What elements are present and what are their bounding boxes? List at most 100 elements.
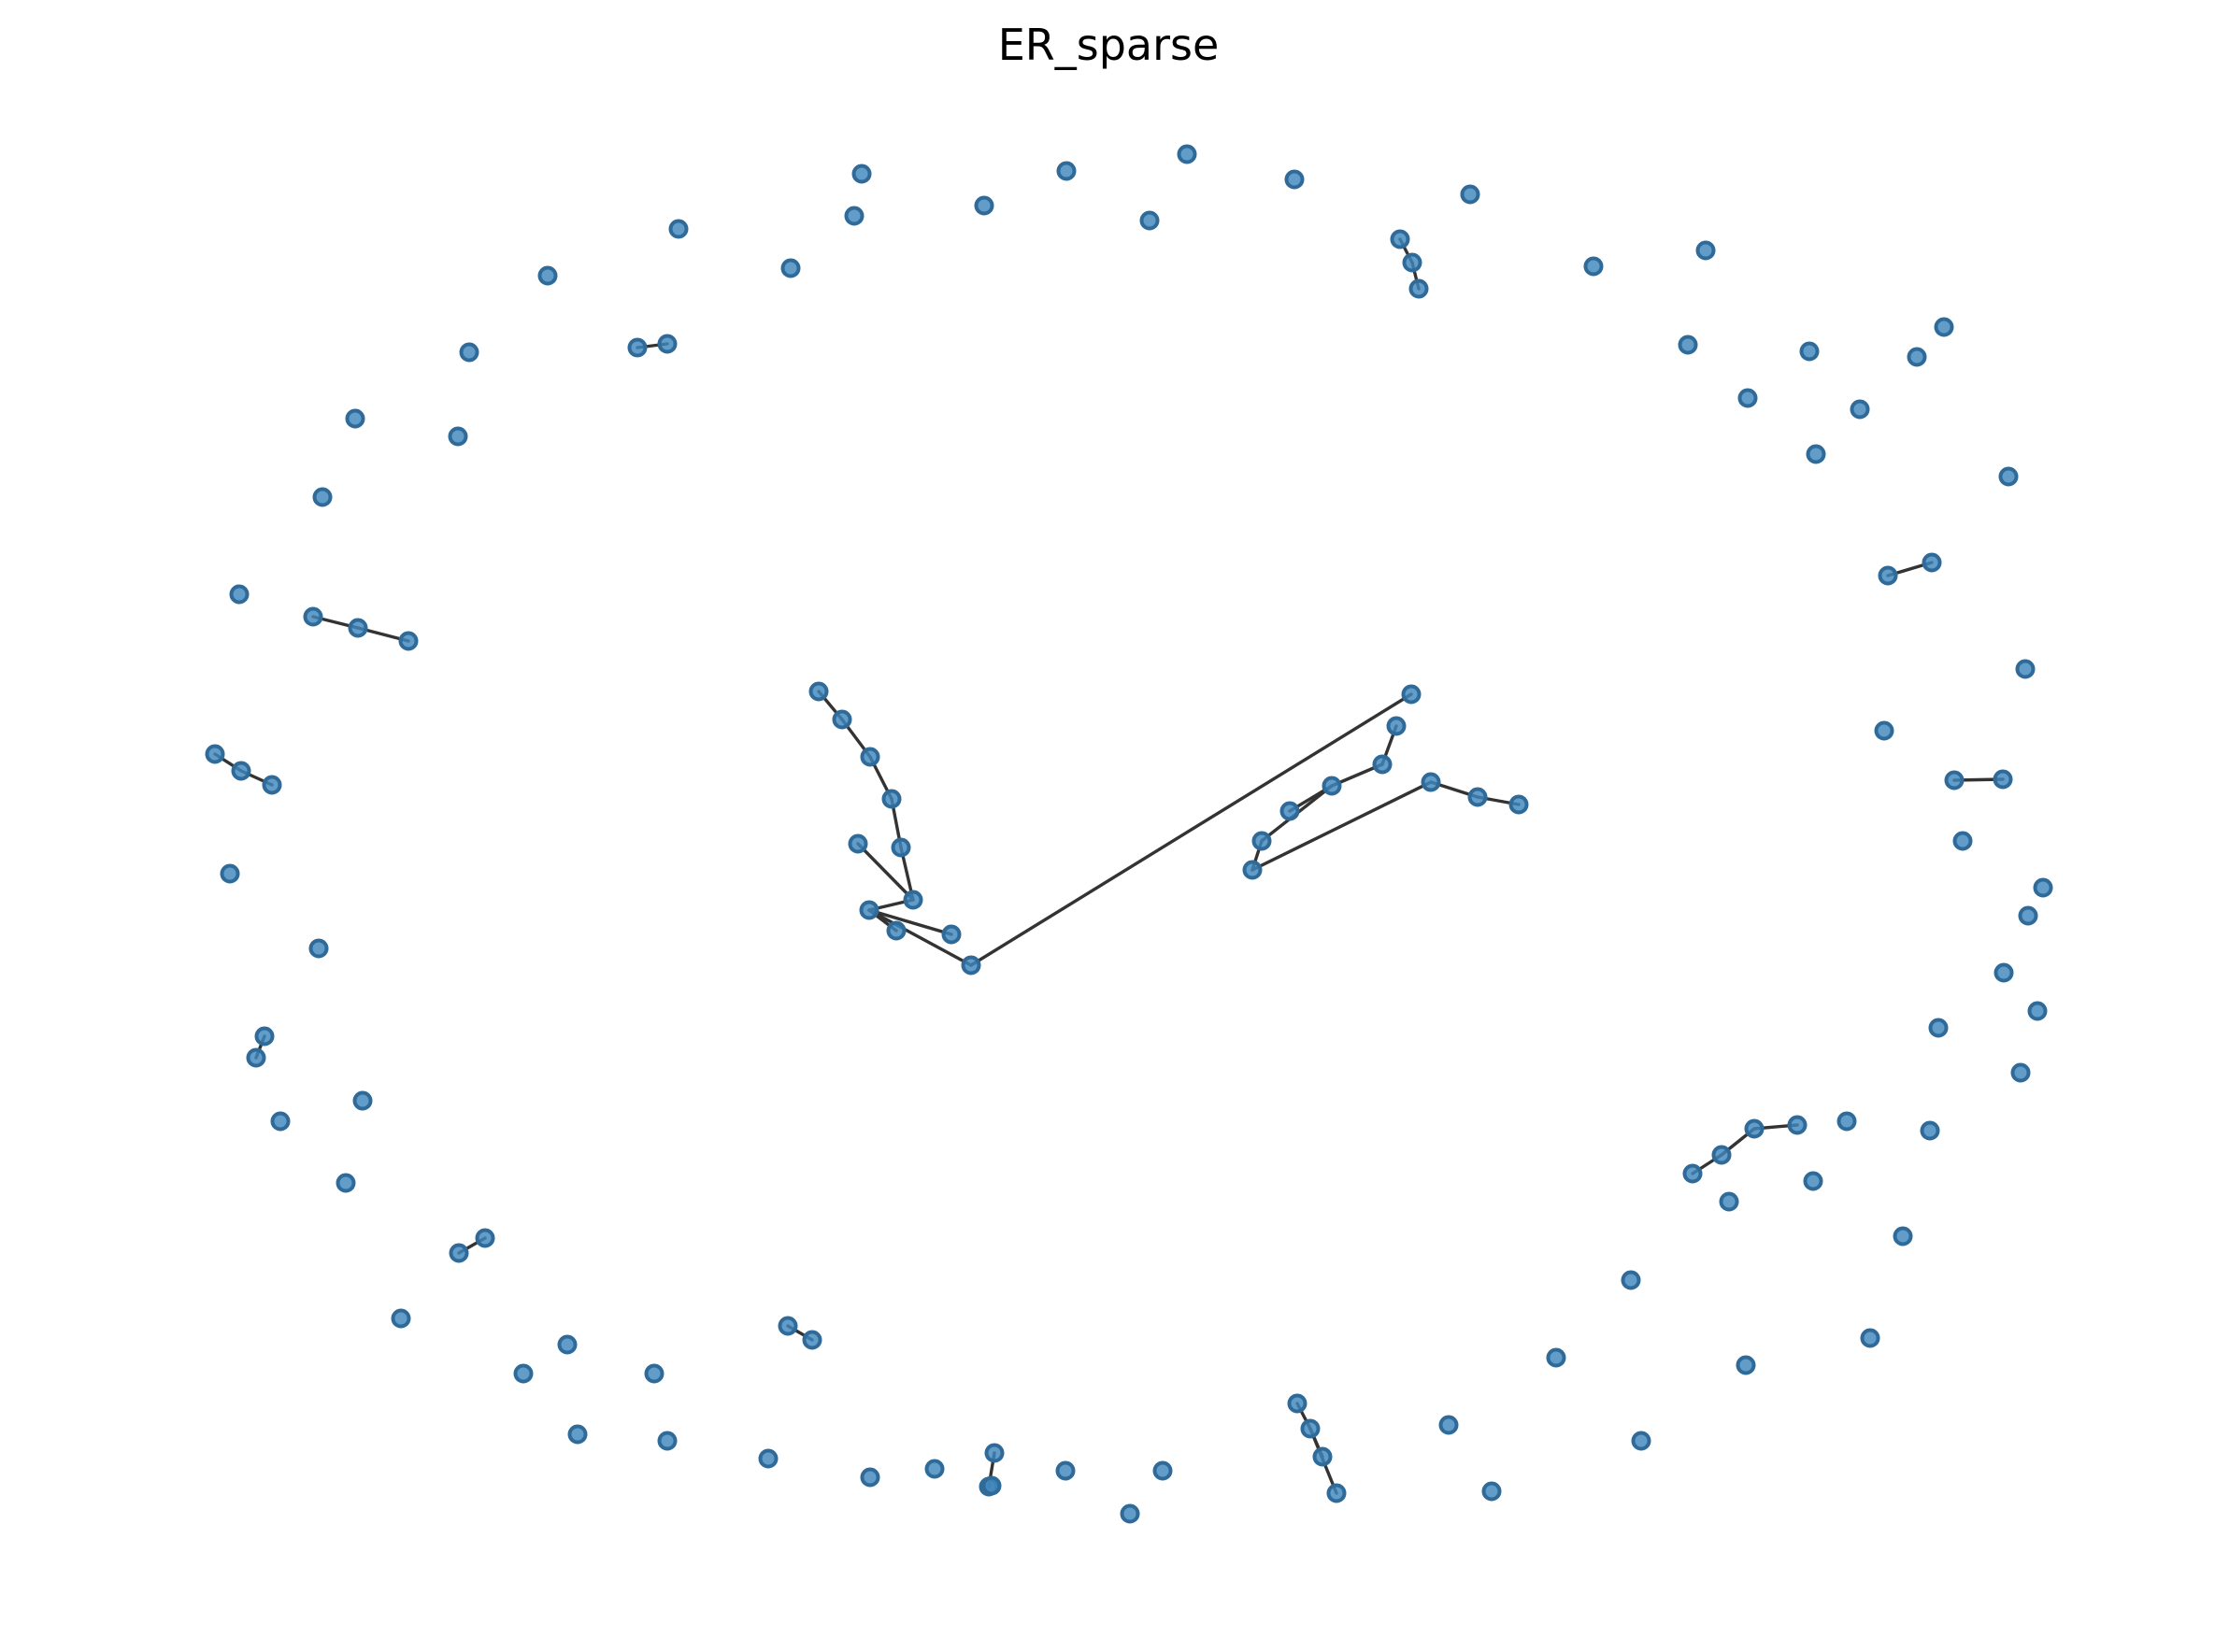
node-n80 <box>1860 1328 1880 1348</box>
node-n112 <box>1438 1415 1459 1435</box>
node-n69 <box>557 1334 578 1355</box>
node-n54 <box>1177 144 1197 164</box>
node-n28 <box>262 775 282 795</box>
node-n58 <box>537 265 558 286</box>
edge-n17-n18 <box>1250 780 1433 872</box>
node-n7 <box>859 900 879 920</box>
node-n50 <box>778 1316 798 1336</box>
node-n82 <box>1920 1120 1940 1141</box>
node-n45 <box>1300 1418 1321 1439</box>
node-n110 <box>1737 388 1758 408</box>
node-n94 <box>1583 256 1604 277</box>
node-n59 <box>459 342 479 363</box>
node-n89 <box>1806 444 1826 464</box>
node-n76 <box>1481 1481 1502 1502</box>
node-n30 <box>1402 252 1422 273</box>
node-n35 <box>1993 769 2013 790</box>
node-n57 <box>668 219 689 239</box>
node-n109 <box>1850 399 1870 420</box>
node-n92 <box>1678 335 1698 355</box>
node-n87 <box>2015 659 2036 679</box>
node-n51 <box>802 1330 822 1350</box>
node-n56 <box>1460 184 1480 205</box>
node-n3 <box>881 789 902 809</box>
node-n113 <box>644 1363 664 1384</box>
node-n96 <box>974 195 994 216</box>
node-layer <box>205 144 2053 1524</box>
node-n63 <box>229 584 250 605</box>
edge-n7-n10 <box>867 908 973 967</box>
node-n22 <box>348 618 368 638</box>
node-n14 <box>1322 776 1342 796</box>
node-n25 <box>657 334 678 354</box>
node-n64 <box>220 863 240 884</box>
node-n8 <box>886 920 907 941</box>
node-n79 <box>1736 1355 1756 1375</box>
node-n4 <box>891 837 911 858</box>
node-n10 <box>961 955 981 976</box>
node-n93 <box>1695 240 1716 261</box>
edge-n9-n7 <box>867 908 953 936</box>
node-n62 <box>312 487 333 507</box>
node-n71 <box>657 1431 678 1451</box>
node-n44 <box>1287 1393 1308 1414</box>
node-n38 <box>1682 1163 1703 1184</box>
node-n116 <box>1952 831 1973 851</box>
node-n32 <box>1878 565 1898 586</box>
node-n84 <box>1994 962 2014 983</box>
node-n42 <box>449 1243 469 1263</box>
node-n52 <box>851 164 872 184</box>
node-n85 <box>2033 877 2053 898</box>
node-n46 <box>1312 1446 1333 1467</box>
node-n31 <box>1408 278 1429 299</box>
node-n66 <box>352 1090 373 1111</box>
node-n103 <box>1803 1171 1823 1191</box>
node-n81 <box>1893 1226 1913 1246</box>
node-n18 <box>1421 772 1441 792</box>
node-n39 <box>1711 1145 1732 1165</box>
node-n21 <box>303 606 323 627</box>
node-n75 <box>1152 1460 1173 1481</box>
node-n68 <box>391 1308 411 1329</box>
node-n107 <box>1836 1111 1857 1132</box>
node-n111 <box>1621 1270 1641 1290</box>
figure-title: ER_sparse <box>998 20 1220 70</box>
node-n36 <box>246 1047 266 1068</box>
node-n29 <box>1390 229 1410 249</box>
node-n67 <box>336 1173 356 1193</box>
node-n49 <box>984 1443 1005 1463</box>
node-n98 <box>780 258 801 278</box>
edge-n10-n11 <box>969 692 1413 967</box>
edge-n6-n5 <box>856 842 915 902</box>
node-n90 <box>1907 347 1927 367</box>
node-n88 <box>1998 466 2019 487</box>
node-n6 <box>848 833 868 854</box>
node-n86 <box>1874 720 1894 741</box>
node-n102 <box>1719 1191 1739 1212</box>
node-n91 <box>1799 341 1820 362</box>
node-n37 <box>254 1026 275 1047</box>
node-n115 <box>270 1111 291 1132</box>
node-n73 <box>860 1467 880 1488</box>
node-n99 <box>1055 1460 1076 1481</box>
node-n61 <box>448 426 468 447</box>
node-n70 <box>567 1424 588 1445</box>
node-n78 <box>1546 1347 1566 1368</box>
node-n106 <box>1928 1018 1949 1038</box>
node-n34 <box>1944 770 1965 790</box>
node-n83 <box>2010 1062 2031 1083</box>
node-n15 <box>1279 801 1300 821</box>
node-n17 <box>1242 860 1263 880</box>
node-n9 <box>941 924 962 945</box>
node-n11 <box>1401 684 1422 705</box>
node-n60 <box>345 408 365 429</box>
node-n55 <box>1284 169 1305 190</box>
node-n108 <box>1934 317 1954 337</box>
node-n1 <box>832 709 852 730</box>
node-n65 <box>308 938 329 959</box>
node-n2 <box>860 747 880 767</box>
node-n105 <box>2018 905 2038 926</box>
node-n77 <box>1631 1431 1651 1451</box>
node-n12 <box>1386 716 1407 736</box>
